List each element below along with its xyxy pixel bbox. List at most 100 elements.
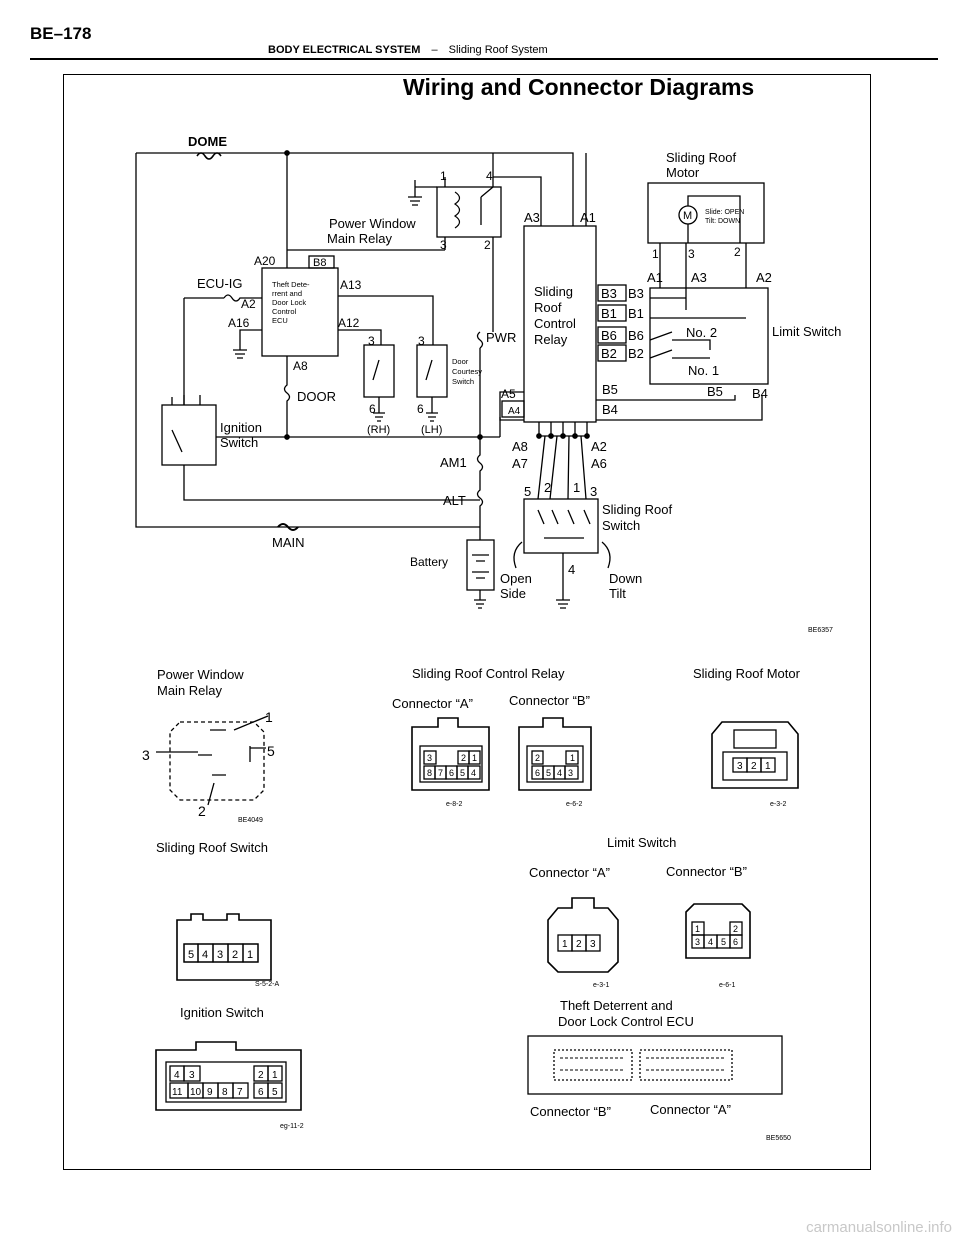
cr-b-pin-3: 3 <box>568 768 573 778</box>
cr-b-pin-2: 2 <box>535 753 540 763</box>
wire-cr-roofswitch <box>537 435 587 500</box>
conn-cr-b-body <box>518 717 592 791</box>
conn-ig-pin-4: 4 <box>174 1070 180 1081</box>
conn-ecu-code: BE5650 <box>766 1135 791 1142</box>
conn-ig-title: Ignition Switch <box>180 1005 264 1020</box>
battery-cells-icon <box>472 554 489 609</box>
main-fuse-icon <box>277 523 299 531</box>
ecu-ground-icon <box>233 329 262 359</box>
conn-ls-a-pin-2: 2 <box>576 939 582 950</box>
open-label-2: Side <box>500 586 526 601</box>
ecu-pin-b8: B8 <box>313 257 326 269</box>
conn-ls-b-pin-5: 5 <box>721 937 726 947</box>
cr-a-pin-2: 2 <box>461 753 466 763</box>
pw-relay-name-2: Main Relay <box>327 231 393 246</box>
conn-pwr-pin-3: 3 <box>142 747 150 763</box>
conn-ls-b-pin-4: 4 <box>708 937 713 947</box>
conn-ls-a-code: e-3-1 <box>593 982 609 989</box>
cr-top-leads <box>540 210 587 226</box>
ecu-name-2: rrent and <box>272 289 302 298</box>
subsection-title: Sliding Roof System <box>448 44 548 56</box>
ecu-ig-fuse-label: ECU-IG <box>197 276 243 291</box>
conn-ecu-a-body <box>639 1049 733 1081</box>
ecu-name-1: Theft Dete- <box>272 280 310 289</box>
ecu-pin-a13: A13 <box>340 278 362 292</box>
ecu-pin-a8: A8 <box>293 359 308 373</box>
conn-ecu-title-2: Door Lock Control ECU <box>558 1014 694 1029</box>
ecu-name-5: ECU <box>272 316 288 325</box>
relay-contact-icon <box>480 186 494 225</box>
ls-pin-b3: B3 <box>628 286 644 301</box>
motor-pin-3: 3 <box>688 247 695 261</box>
courtesy-name-1: Door <box>452 357 469 366</box>
relay-pin-2: 2 <box>484 238 491 252</box>
courtesy-pin-rh6: 6 <box>369 402 376 416</box>
ecu-box <box>261 267 339 357</box>
ignition-switch-box <box>161 404 217 466</box>
courtesy-switch-rh <box>363 344 395 398</box>
header-section: BODY ELECTRICAL SYSTEM – Sliding Roof Sy… <box>268 44 548 56</box>
cr-bottom-bus <box>538 422 588 437</box>
conn-ls-b-body <box>685 903 751 959</box>
ls-name: Limit Switch <box>772 324 841 339</box>
roof-switch-box <box>523 498 599 554</box>
conn-rs-cells <box>183 943 259 963</box>
limit-switch-box <box>649 287 769 385</box>
courtesy-switch-lh <box>416 344 448 398</box>
rs-pin-5: 5 <box>524 484 531 499</box>
conn-pwr-title-1: Power Window <box>157 667 244 682</box>
ecu-pin-a2: A2 <box>241 297 256 311</box>
cr-pin-a6: A6 <box>591 456 607 471</box>
conn-ls-b-code: e-6-1 <box>719 982 735 989</box>
motor-internal <box>687 195 741 243</box>
cr-pin-a4: A4 <box>508 406 521 417</box>
dome-fuse-label: DOME <box>188 134 227 149</box>
am1-fuse-label: AM1 <box>440 455 467 470</box>
cr-name-2: Roof <box>534 300 562 315</box>
door-fuse-label: DOOR <box>297 389 336 404</box>
conn-motor-body <box>711 721 799 789</box>
conn-ig-pin-2: 2 <box>258 1070 264 1081</box>
cr-a-pin-8: 8 <box>427 768 432 778</box>
rs-name-2: Switch <box>602 518 640 533</box>
cr-pin-b2: B2 <box>601 346 617 361</box>
conn-ls-a-label: Connector “A” <box>529 865 610 880</box>
ecu-name-4: Control <box>272 307 297 316</box>
wire-b4 <box>596 395 763 421</box>
dome-fuse-icon <box>196 152 222 160</box>
conn-ig-pin-3: 3 <box>189 1070 195 1081</box>
conn-ig-pin-8: 8 <box>222 1087 228 1098</box>
cr-a-pin-5: 5 <box>460 768 465 778</box>
conn-motor-pin-2: 2 <box>751 761 757 772</box>
wire-ignition-battery <box>183 465 480 501</box>
conn-ecu-b-body <box>553 1049 633 1081</box>
ls-pin-b5: B5 <box>707 384 723 399</box>
cr-a-pin-1: 1 <box>472 753 477 763</box>
conn-ls-b-pin-6: 6 <box>733 937 738 947</box>
battery-label: Battery <box>410 555 448 569</box>
conn-cr-b-label: Connector “B” <box>509 693 590 708</box>
down-arrow-icon <box>601 541 611 569</box>
watermark-text: carmanualsonline.info <box>806 1219 952 1236</box>
wire-b5 <box>596 395 736 401</box>
ls-pin-b2: B2 <box>628 346 644 361</box>
down-label-2: Tilt <box>609 586 626 601</box>
open-label-1: Open <box>500 571 532 586</box>
wire-motor-limit <box>659 243 747 310</box>
relay-pin-1: 1 <box>440 169 447 183</box>
conn-ecu-a-label: Connector “A” <box>650 1102 731 1117</box>
courtesy-pin-lh3: 3 <box>418 334 425 348</box>
courtesy-lh-label: (LH) <box>421 424 442 436</box>
courtesy-rh-label: (RH) <box>367 424 390 436</box>
conn-ig-pin-6: 6 <box>258 1087 264 1098</box>
relay-pin-3: 3 <box>440 238 447 252</box>
courtesy-name-2: Courtesy <box>452 367 482 376</box>
cr-a-code: e-8-2 <box>446 801 462 808</box>
cr-a-pin-6: 6 <box>449 768 454 778</box>
conn-motor-title: Sliding Roof Motor <box>693 666 801 681</box>
ecu-pin-a16: A16 <box>228 316 250 330</box>
ecu-name-3: Door Lock <box>272 298 306 307</box>
ls-pin-b6: B6 <box>628 328 644 343</box>
ls-pin-a2: A2 <box>756 270 772 285</box>
